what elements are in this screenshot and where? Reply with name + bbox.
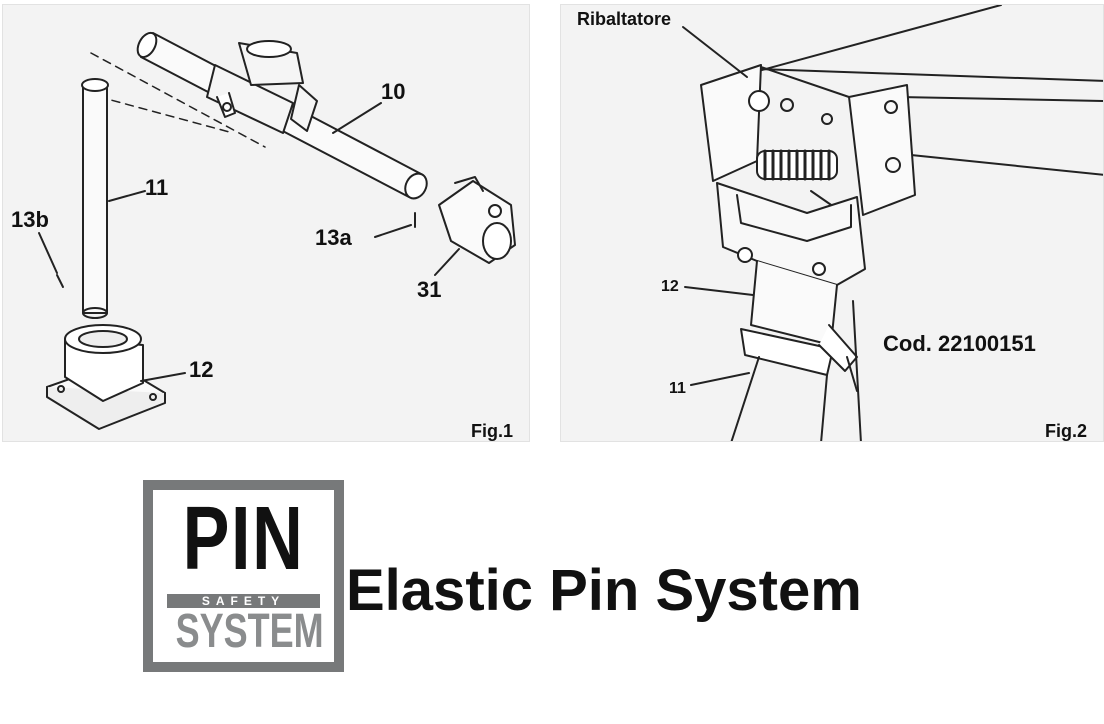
- page-title: Elastic Pin System: [346, 558, 862, 623]
- part-12-sleeve: [740, 260, 838, 376]
- figure-2-caption: Fig.2: [1045, 421, 1087, 441]
- product-code: Cod. 22100151: [883, 331, 1036, 356]
- spring: [756, 149, 838, 210]
- label-part-31: 31: [417, 277, 441, 302]
- logo-system-text: SYSTEM: [175, 605, 324, 658]
- ribaltatore-label: Ribaltatore: [577, 9, 671, 29]
- logo-pin-text: PIN: [182, 489, 305, 589]
- pin-safety-system-logo: PIN SAFETY SYSTEM: [143, 480, 344, 672]
- label-part-11: 11: [145, 175, 168, 200]
- part-11-tube: [81, 78, 109, 319]
- logo-safety-text: SAFETY: [167, 594, 320, 608]
- assembly-guide-line: [90, 52, 266, 148]
- part-12-base: [46, 324, 166, 430]
- label-part-12: 12: [661, 278, 679, 295]
- tipper-frame: [750, 5, 1103, 176]
- figure-2-panel: Ribaltatore 12 11 Cod. 22100151 Fig.2: [560, 4, 1104, 442]
- label-part-13a: 13a: [315, 225, 352, 250]
- part-11-tube: [730, 356, 828, 441]
- label-part-12: 12: [189, 357, 213, 382]
- side-lever: [818, 300, 862, 441]
- logo-inner: PIN SAFETY SYSTEM: [153, 489, 334, 662]
- label-part-11: 11: [669, 380, 686, 397]
- clamp-housing: [716, 182, 866, 286]
- part-10-tube: [136, 31, 428, 200]
- figure-1-caption: Fig.1: [471, 421, 513, 441]
- pin-13b: [56, 274, 64, 288]
- label-part-13b: 13b: [11, 207, 49, 232]
- part-31-fitting: [438, 176, 516, 264]
- label-part-10: 10: [381, 79, 405, 104]
- figure-2-drawing: Ribaltatore 12 11 Cod. 22100151 Fig.2: [577, 5, 1103, 441]
- figure-1-panel: 10 11 12 13a 13b 31 Fig.1: [2, 4, 530, 442]
- figure-1-drawing: 10 11 12 13a 13b 31 Fig.1: [11, 31, 516, 441]
- mounting-bracket: [700, 64, 916, 216]
